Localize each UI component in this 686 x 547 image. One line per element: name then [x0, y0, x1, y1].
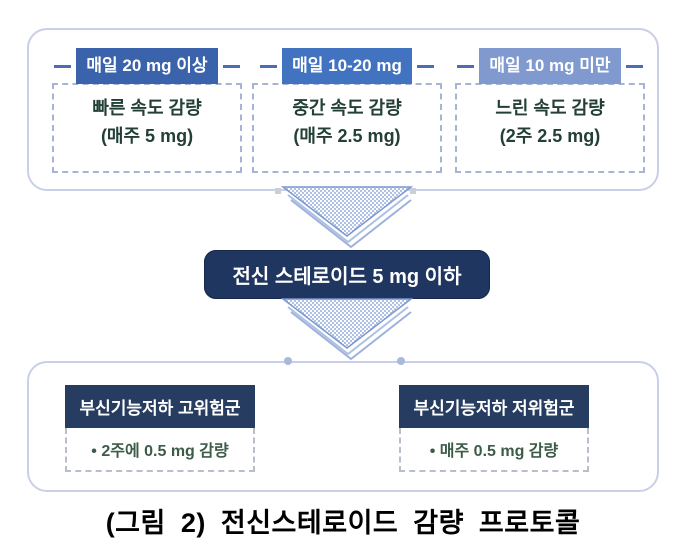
connector-square-dot: [275, 188, 281, 194]
right-dash-line: [222, 64, 240, 68]
down-chevron-arrow: [280, 186, 414, 249]
systemic-steroid-threshold-node: 전신 스테로이드 5 mg 이하: [204, 250, 490, 299]
dose-header-row: 매일 20 mg 이상: [47, 48, 247, 84]
speed-label: 빠른 속도 감량: [92, 98, 202, 118]
risk-group-panel: 부신기능저하 고위험군 • 2주에 0.5 mg 감량 부신기능저하 저위험군 …: [27, 361, 659, 492]
speed-detail-box: 느린 속도 감량 (2주 2.5 mg): [455, 83, 645, 173]
risk-group-taper-rate: • 매주 0.5 mg 감량: [399, 428, 589, 472]
dose-header-row: 매일 10 mg 미만: [450, 48, 650, 84]
speed-rate: (매주 2.5 mg): [293, 125, 401, 146]
tapering-speed-box-slow: 매일 10 mg 미만 느린 속도 감량 (2주 2.5 mg): [450, 48, 650, 173]
dose-header-row: 매일 10-20 mg: [247, 48, 447, 84]
connector-circle-dot: [397, 357, 405, 365]
dose-range-header: 매일 10 mg 미만: [479, 48, 621, 84]
dose-range-header: 매일 20 mg 이상: [76, 48, 218, 84]
down-chevron-arrow: [280, 298, 414, 361]
speed-detail-box: 빠른 속도 감량 (매주 5 mg): [52, 83, 242, 173]
left-dash-line: [457, 64, 475, 68]
right-dash-line: [625, 64, 643, 68]
risk-group-taper-rate: • 2주에 0.5 mg 감량: [65, 428, 255, 472]
speed-label: 중간 속도 감량: [292, 98, 402, 118]
tapering-speed-panel: 매일 20 mg 이상 빠른 속도 감량 (매주 5 mg) 매일 10-20 …: [27, 28, 659, 191]
connector-circle-dot: [284, 357, 292, 365]
dose-range-header: 매일 10-20 mg: [282, 48, 412, 84]
left-dash-line: [260, 64, 278, 68]
right-dash-line: [416, 64, 434, 68]
low-risk-group-box: 부신기능저하 저위험군 • 매주 0.5 mg 감량: [399, 385, 589, 472]
speed-rate: (매주 5 mg): [100, 125, 194, 146]
tapering-speed-box-medium: 매일 10-20 mg 중간 속도 감량 (매주 2.5 mg): [247, 48, 447, 173]
figure-caption: (그림 2) 전신스테로이드 감량 프로토콜: [105, 508, 581, 538]
connector-square-dot: [410, 188, 416, 194]
risk-group-header: 부신기능저하 저위험군: [399, 385, 589, 428]
speed-label: 느린 속도 감량: [495, 98, 605, 118]
speed-detail-box: 중간 속도 감량 (매주 2.5 mg): [252, 83, 442, 173]
high-risk-group-box: 부신기능저하 고위험군 • 2주에 0.5 mg 감량: [65, 385, 255, 472]
tapering-speed-box-fast: 매일 20 mg 이상 빠른 속도 감량 (매주 5 mg): [47, 48, 247, 173]
speed-rate: (2주 2.5 mg): [499, 125, 601, 146]
risk-group-header: 부신기능저하 고위험군: [65, 385, 255, 428]
left-dash-line: [54, 64, 72, 68]
